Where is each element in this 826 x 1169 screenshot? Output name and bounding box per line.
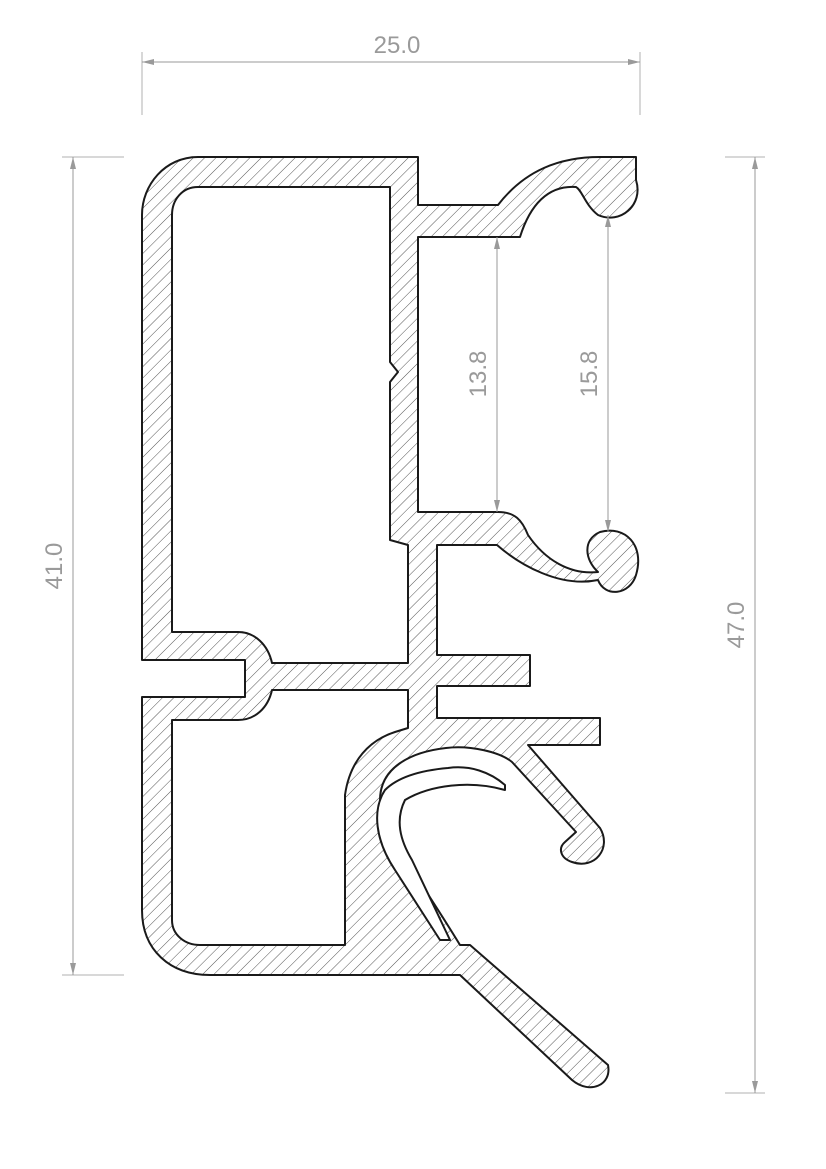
profile-cross-section — [141, 156, 640, 1089]
dimension-inner-channel-height: 13.8 — [465, 237, 500, 512]
dim-label-overall-height: 47.0 — [723, 602, 750, 649]
dimension-body-height: 41.0 — [41, 156, 124, 976]
dim-label-overall-width: 25.0 — [374, 32, 421, 59]
hollow-upper-left — [171, 186, 409, 664]
dimension-channel-opening-height: 15.8 — [576, 215, 611, 532]
hollow-middle-slot — [171, 689, 409, 946]
dimension-overall-width: 25.0 — [141, 32, 641, 115]
dim-label-channel-opening-height: 15.8 — [576, 351, 603, 398]
hollow-hook-cavity — [376, 766, 506, 941]
dim-label-inner-channel-height: 13.8 — [465, 351, 492, 398]
dimension-overall-height: 47.0 — [723, 156, 765, 1094]
dim-label-body-height: 41.0 — [41, 543, 68, 590]
